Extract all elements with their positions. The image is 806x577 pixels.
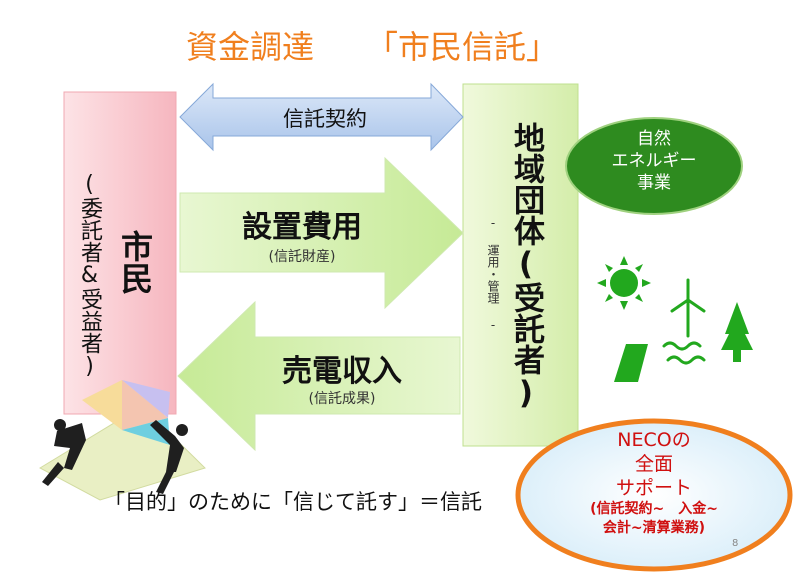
sales-income-label: 売電収入 — [282, 354, 402, 389]
sales-income-arrow — [177, 300, 461, 452]
contract-label: 信託契約 — [283, 107, 367, 131]
title-part1: 資金調達 — [186, 28, 315, 66]
trust-result-label: (信託成果) — [308, 391, 376, 407]
sun-icon — [597, 256, 651, 310]
neco-line-3: サポート — [615, 477, 692, 499]
water-wave-icon — [662, 341, 706, 365]
citizen-role-label: (委託者&受益者) — [77, 172, 102, 379]
energy-business-label: 自然 エネルギー 事業 — [574, 128, 734, 194]
tree-icon — [721, 302, 753, 362]
title-part2: 「市民信託」 — [366, 28, 559, 66]
neco-line-2: 全面 — [634, 453, 673, 475]
setup-cost-arrow — [179, 156, 464, 310]
solar-panel-icon — [614, 344, 648, 382]
community-group-label: 地域団体(受託者) — [508, 122, 544, 411]
community-group-box — [462, 83, 579, 447]
neco-line-1: NECOの — [617, 429, 691, 451]
trust-definition-caption: 「目的」のために「信じて託す」＝信託 — [104, 490, 482, 514]
energy-business-ellipse — [565, 117, 743, 215]
trust-property-label: (信託財産) — [268, 249, 336, 265]
management-label: - 運用・管理 - — [486, 216, 500, 332]
energy-line-3: 事業 — [637, 173, 671, 193]
neco-detail-1: (信託契約~ 入金~ — [590, 501, 718, 517]
energy-line-2: エネルギー — [611, 151, 697, 171]
business-people-pie-chart-image — [38, 380, 206, 501]
page-number: 8 — [732, 538, 739, 549]
citizen-label: 市民 — [116, 230, 154, 294]
contract-double-arrow — [179, 82, 464, 152]
wind-turbine-icon — [670, 278, 706, 338]
neco-detail-2: 会計~清算業務) — [602, 520, 706, 536]
neco-support-label: NECOの 全面 サポート (信託契約~ 入金~ 会計~清算業務) — [540, 428, 768, 538]
page-title: 資金調達 「市民信託」 — [186, 22, 606, 68]
citizen-box — [63, 91, 177, 415]
setup-cost-label: 設置費用 — [242, 210, 362, 245]
energy-line-1: 自然 — [637, 129, 671, 149]
neco-support-ellipse — [515, 418, 793, 572]
